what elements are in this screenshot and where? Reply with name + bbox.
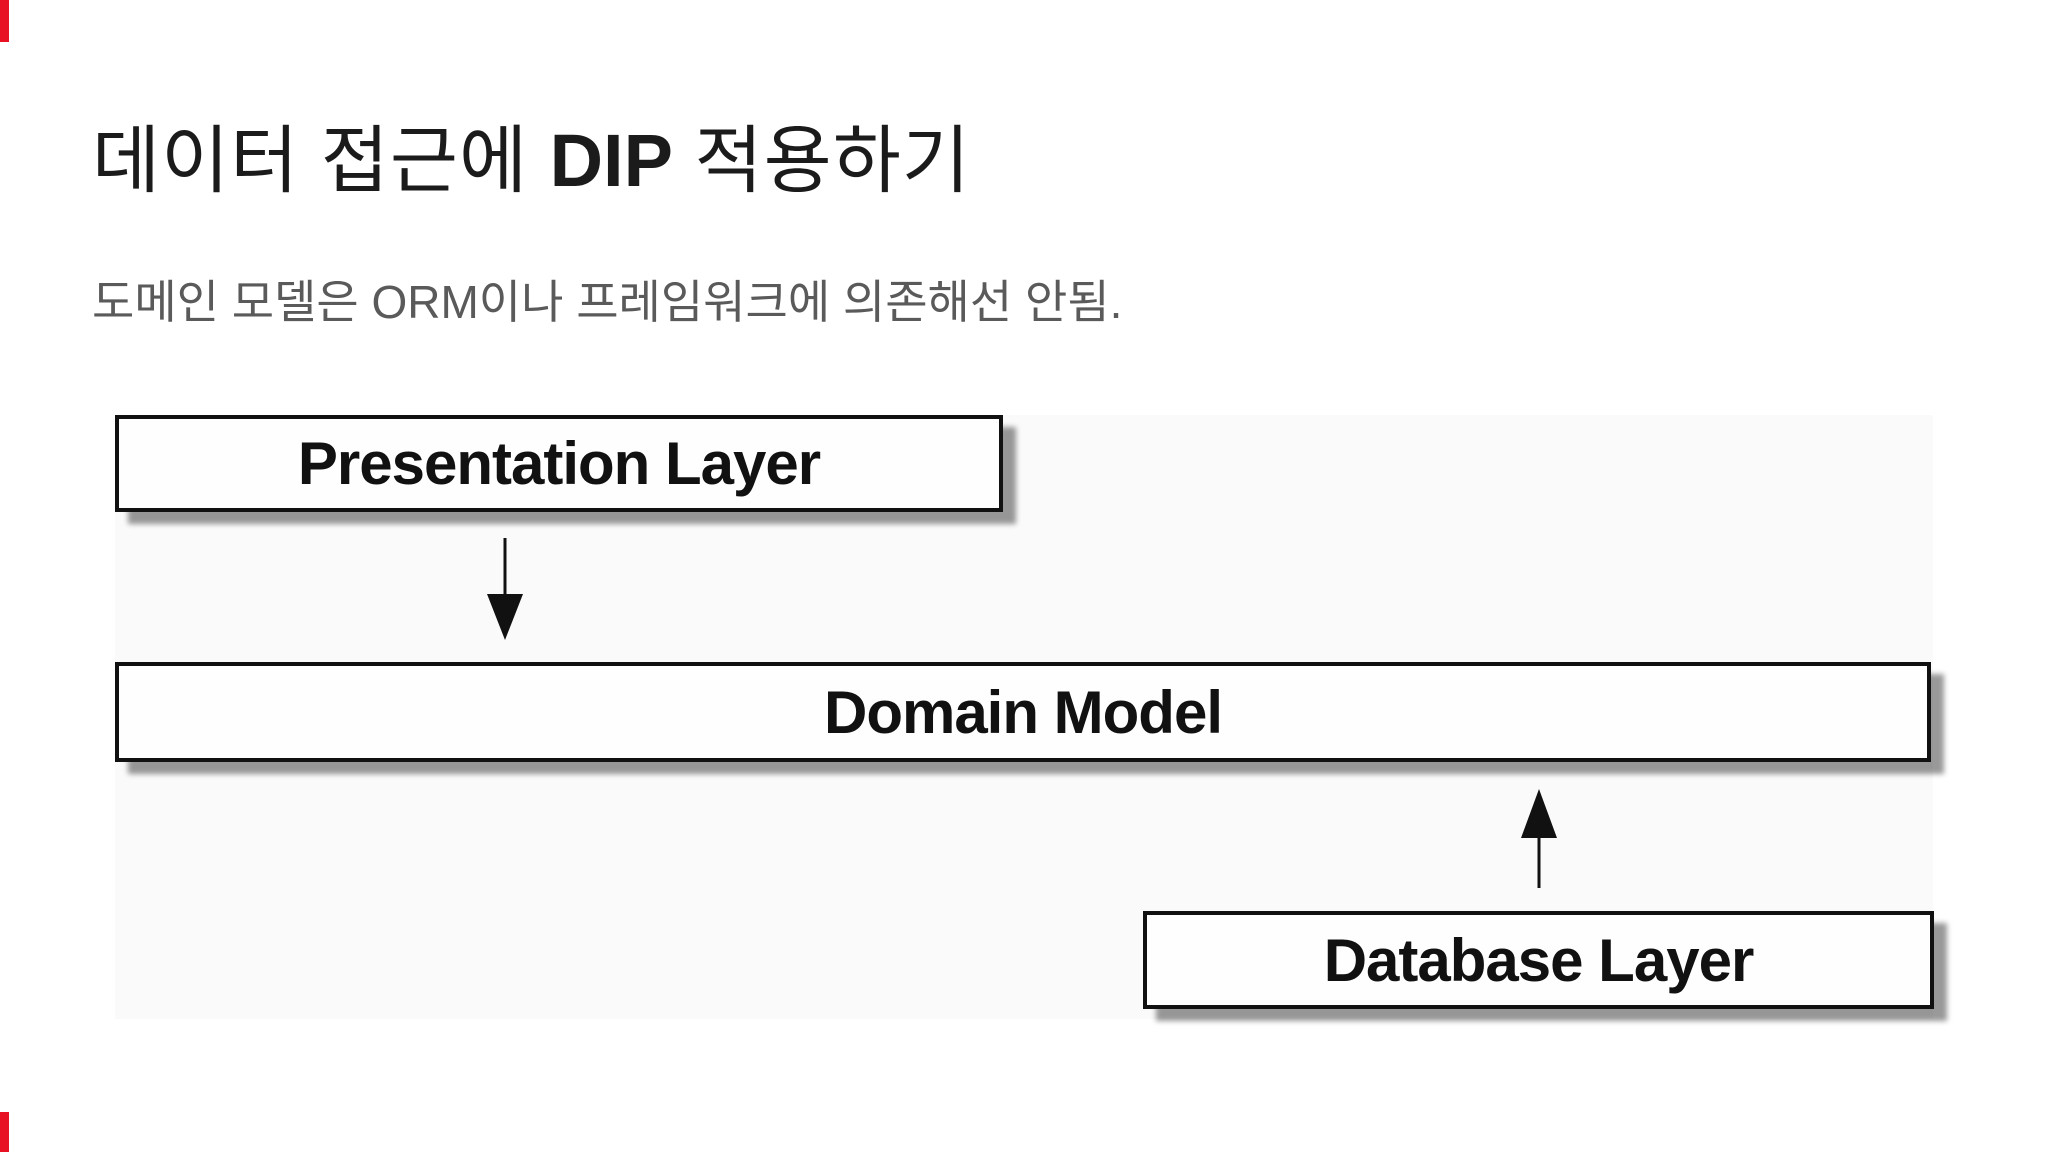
presentation-layer-label: Presentation Layer	[297, 430, 821, 497]
database-layer-box: Database Layer	[1143, 911, 1934, 1009]
up-arrow-icon	[1521, 789, 1557, 888]
page-title: 데이터 접근에 DIP 적용하기	[92, 124, 971, 198]
slide-subtitle: 도메인 모델은 ORM이나 프레임워크에 의존해선 안됨.	[92, 276, 1123, 328]
left-edge-marker-bottom	[0, 1112, 9, 1152]
title-korean-prefix: 데이터 접근에	[92, 119, 550, 202]
down-arrow-icon	[487, 538, 523, 640]
domain-model-box: Domain Model	[115, 662, 1931, 762]
left-edge-marker-top	[0, 0, 9, 42]
presentation-layer-box: Presentation Layer	[115, 415, 1003, 512]
database-layer-label: Database Layer	[1323, 926, 1755, 994]
title-acronym: DIP	[549, 119, 673, 202]
domain-model-label: Domain Model	[823, 678, 1223, 746]
title-korean-suffix: 적용하기	[672, 119, 971, 202]
